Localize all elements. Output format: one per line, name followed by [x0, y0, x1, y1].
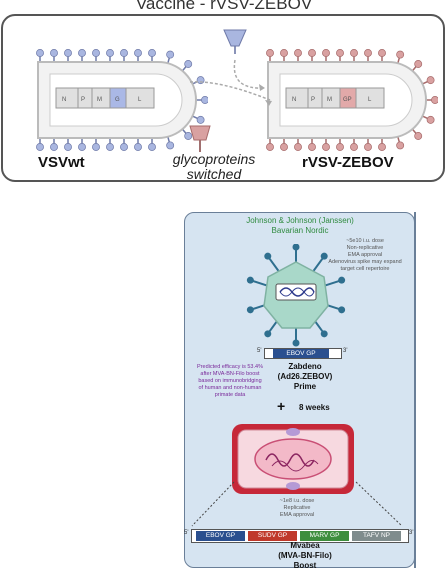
- boost-segment-marv-gp: MARV GP: [300, 531, 349, 541]
- note-mid-3: EMA approval: [279, 512, 315, 518]
- vsvwt-label: VSVwt: [38, 154, 85, 171]
- mva-guide-lines: [191, 481, 403, 527]
- pink-glycoprotein-icon: [189, 125, 211, 152]
- svg-text:N: N: [292, 97, 296, 103]
- svg-text:N: N: [62, 97, 66, 103]
- blue-glycoprotein-icon: [223, 29, 247, 54]
- note-top-1: ~5e10 i.u. dose: [346, 238, 384, 244]
- glycoproteins-switched-label: glycoproteins switched: [158, 152, 270, 182]
- panel-right-edge: [414, 212, 416, 568]
- boost-segment-ebov-gp: EBOV GP: [196, 531, 245, 541]
- efficacy-5: primate data: [214, 392, 246, 398]
- company-1: Johnson & Johnson (Janssen): [246, 216, 354, 225]
- note-top-3: EMA approval: [347, 252, 383, 258]
- svg-text:G: G: [115, 97, 120, 103]
- swap-arrow-top: [233, 59, 266, 89]
- svg-text:M: M: [97, 97, 102, 103]
- note-mid-1: ~1e8 i.u. dose: [279, 498, 315, 504]
- boost-five-prime: 5': [184, 530, 189, 536]
- svg-text:P: P: [311, 97, 315, 103]
- prime-vaccine-name: Zabdeno (Ad26.ZEBOV) Prime: [255, 362, 355, 392]
- svg-text:L: L: [368, 97, 372, 103]
- rvsv-zebov-genome: N P M GP L: [285, 87, 385, 109]
- prime-name-2: (Ad26.ZEBOV): [277, 372, 333, 381]
- pink-glycoprotein-spikes: [266, 49, 438, 151]
- note-mid-2: Replicative: [283, 505, 311, 511]
- company-2: Bavarian Nordic: [271, 226, 329, 235]
- middle-label-line-2: switched: [186, 166, 242, 182]
- prime-gene-bar: EBOV GP: [264, 348, 342, 359]
- glycoprotein-swap-graphic: [189, 29, 272, 152]
- boost-name-3: Boost: [293, 561, 317, 570]
- prime-dose-notes: ~5e10 i.u. dose Non-replicative EMA appr…: [316, 238, 414, 273]
- efficacy-2: after MVA-BN-Filo boost: [200, 371, 260, 377]
- prime-name-3: Prime: [293, 382, 317, 391]
- diagram-title: Vaccine - rVSV-ZEBOV: [135, 0, 313, 13]
- company-label: Johnson & Johnson (Janssen) Bavarian Nor…: [200, 216, 400, 236]
- boost-segment-tafv-np: TAFV NP: [352, 531, 401, 541]
- boost-segment-sudv-gp: SUDV GP: [248, 531, 297, 541]
- boost-three-prime: 3': [409, 530, 414, 536]
- note-top-2: Non-replicative: [346, 245, 384, 251]
- vsvwt-genome: N P M G L: [55, 87, 155, 109]
- adenovirus-icon: [246, 244, 346, 347]
- swap-arrow-bottom: [189, 81, 271, 101]
- vsvwt-virion: N P M G L: [36, 49, 208, 151]
- prime-name-1: Zabdeno: [288, 362, 322, 371]
- boost-name-2: (MVA-BN-Filo): [278, 551, 332, 560]
- svg-text:P: P: [81, 97, 85, 103]
- efficacy-3: based on immunobridging: [198, 378, 262, 384]
- rvsv-zebov-label: rVSV-ZEBOV: [302, 154, 394, 171]
- efficacy-1: Predicted efficacy is 53.4%: [197, 364, 263, 370]
- note-top-4: Adenovirus spike may expand: [328, 259, 402, 265]
- prime-ebov-gp-segment: EBOV GP: [273, 349, 329, 358]
- efficacy-4: of human and non-human: [198, 385, 262, 391]
- interval-label: 8 weeks: [299, 403, 330, 412]
- svg-text:M: M: [327, 97, 332, 103]
- svg-text:L: L: [138, 97, 142, 103]
- svg-text:GP: GP: [343, 97, 352, 103]
- rvsv-zebov-virion: N P M GP L: [266, 49, 438, 151]
- boost-vaccine-name: Mvabea (MVA-BN-Filo) Boost: [255, 541, 355, 571]
- prime-three-prime: 3': [343, 348, 348, 354]
- mva-virus-icon: [232, 424, 354, 494]
- boost-name-1: Mvabea: [290, 541, 320, 550]
- note-top-5: target cell repertoire: [340, 266, 390, 272]
- efficacy-note: Predicted efficacy is 53.4% after MVA-BN…: [190, 364, 270, 399]
- middle-label-line-1: glycoproteins: [172, 151, 256, 167]
- prime-five-prime: 5': [257, 348, 262, 354]
- boost-dose-notes: ~1e8 i.u. dose Replicative EMA approval: [262, 498, 332, 519]
- plus-sign: +: [277, 398, 286, 414]
